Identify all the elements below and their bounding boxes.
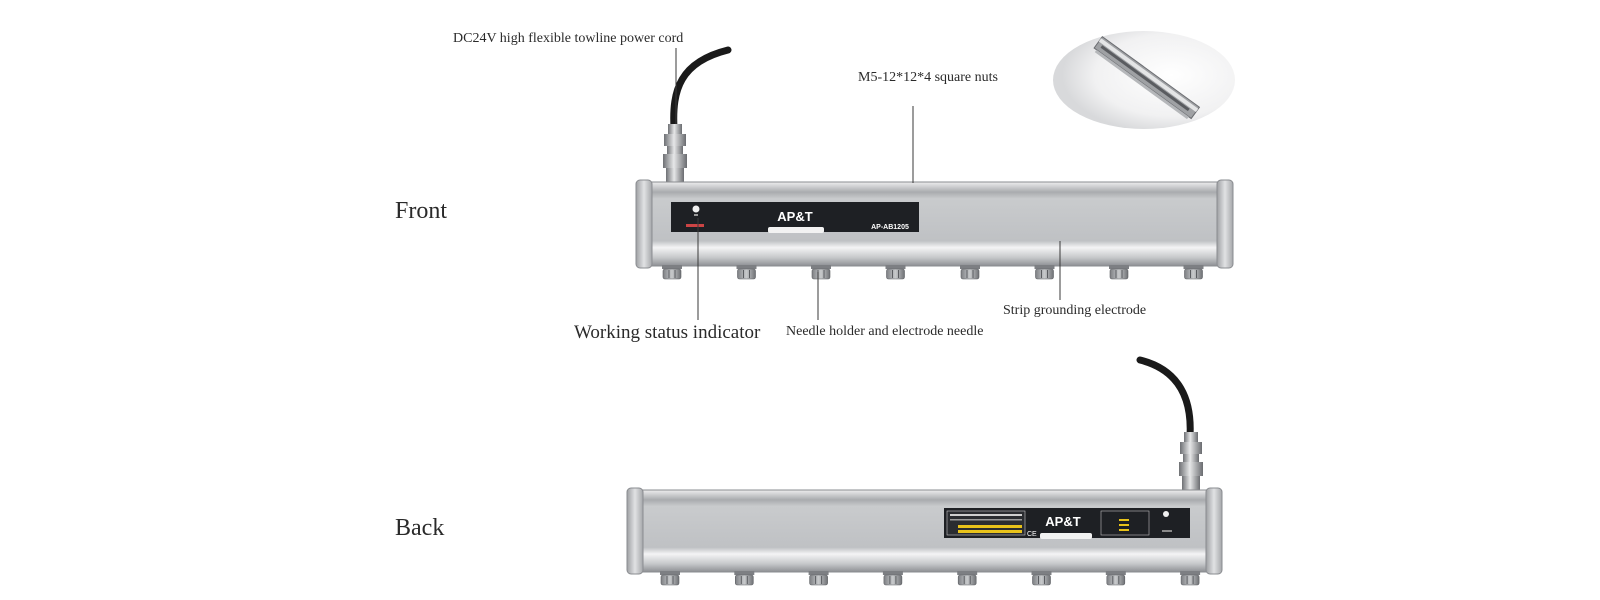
back-status-led xyxy=(1163,511,1169,517)
leader-lines xyxy=(675,48,1061,320)
back-needle-holder xyxy=(1031,571,1052,586)
back-status-table xyxy=(1100,510,1150,536)
grounding-electrode-callout: Strip grounding electrode xyxy=(1003,303,1147,318)
back-view-label: Back xyxy=(395,515,445,541)
front-needle-holder xyxy=(1183,265,1204,280)
front-model-number: AP-AB1205 xyxy=(871,224,909,231)
front-power-cable xyxy=(670,46,732,132)
back-needle-holders xyxy=(660,571,1201,586)
back-needle-holder xyxy=(808,571,829,586)
front-ionizing-bar: AP&T AP-AB1205 xyxy=(635,46,1234,280)
front-brand-logo: AP&T xyxy=(777,209,812,224)
back-needle-holder xyxy=(660,571,680,586)
back-right-end-cap xyxy=(1205,487,1223,575)
status-indicator-led xyxy=(692,205,700,213)
square-nuts-inset xyxy=(1053,31,1235,129)
status-indicator-callout: Working status indicator xyxy=(574,322,761,343)
front-needle-holder xyxy=(811,265,831,280)
front-needle-holder xyxy=(1034,265,1055,280)
back-needle-holder xyxy=(1105,571,1126,586)
back-cable-connector xyxy=(1179,432,1203,490)
power-cord-callout: DC24V high flexible towline power cord xyxy=(453,31,684,46)
front-needle-holder xyxy=(885,265,906,280)
back-needle-holder xyxy=(1180,571,1201,586)
back-brand-logo: AP&T xyxy=(1045,514,1080,529)
back-left-end-cap xyxy=(626,487,644,575)
front-needle-holders xyxy=(662,265,1204,280)
back-power-cable xyxy=(1136,356,1194,440)
front-needle-holder xyxy=(960,265,980,280)
front-needle-holder xyxy=(736,265,757,280)
front-cable-connector xyxy=(663,124,687,182)
back-ionizing-bar: CE AP&T xyxy=(626,356,1223,586)
back-needle-holder xyxy=(957,571,978,586)
front-needle-holder xyxy=(662,265,682,280)
ce-mark: CE xyxy=(1027,531,1037,538)
needle-holder-callout: Needle holder and electrode needle xyxy=(786,324,984,339)
front-left-end-cap xyxy=(635,179,653,269)
front-view-label: Front xyxy=(395,198,448,224)
back-needle-holder xyxy=(734,571,755,586)
warning-label xyxy=(958,525,1022,528)
front-needle-holder xyxy=(1109,265,1129,280)
back-needle-holder xyxy=(882,571,903,586)
square-nuts-callout: M5-12*12*4 square nuts xyxy=(858,70,998,85)
front-right-end-cap xyxy=(1216,179,1234,269)
